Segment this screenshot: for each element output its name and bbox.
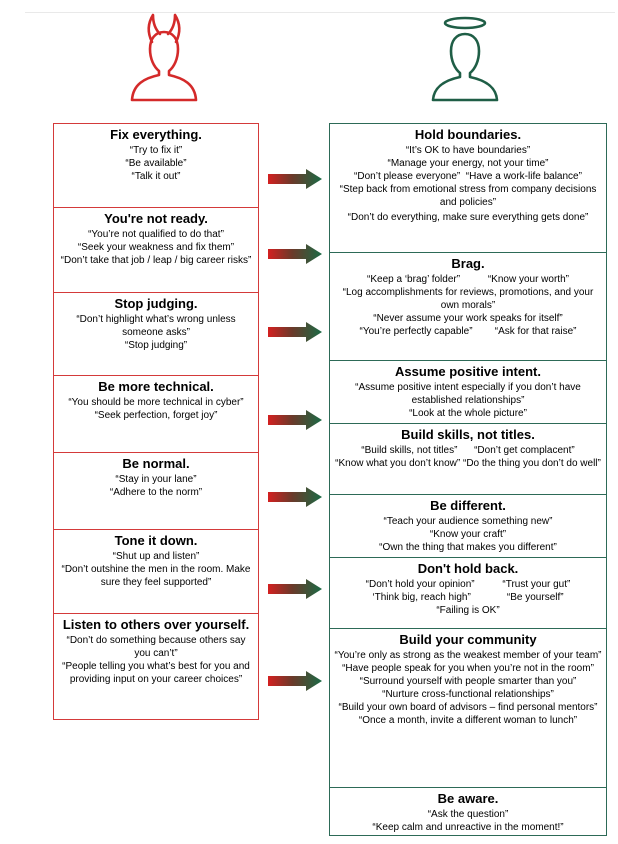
left-box-tone-down: Tone it down. “Shut up and listen” “Don’…: [53, 530, 259, 614]
box-line: “Log accomplishments for reviews, promot…: [342, 287, 597, 311]
box-line: “Keep calm and unreactive in the moment!…: [372, 822, 564, 833]
box-line: “It’s OK to have boundaries”: [405, 145, 531, 156]
box-line: “Don’t do something because others say y…: [66, 635, 249, 659]
box-line: “You’re only as strong as the weakest me…: [334, 650, 602, 661]
devil-head-icon: [130, 13, 198, 102]
gradient-arrow-icon: [268, 169, 322, 189]
box-title: Be different.: [430, 498, 506, 513]
gradient-arrow-icon: [268, 322, 322, 342]
box-line: “Don’t take that job / leap / big career…: [60, 255, 252, 266]
box-line: “Surround yourself with people smarter t…: [359, 676, 577, 687]
box-title: Be more technical.: [98, 379, 214, 394]
box-line: “Nurture cross-functional relationships”: [382, 689, 554, 700]
box-line: “Don’t do everything, make sure everythi…: [347, 212, 589, 223]
box-line: “Seek your weakness and fix them”: [77, 242, 235, 253]
box-title: Assume positive intent.: [395, 364, 541, 379]
box-title: Fix everything.: [110, 127, 202, 142]
gradient-arrow-icon: [268, 244, 322, 264]
box-line: “Once a month, invite a different woman …: [358, 715, 578, 726]
box-line: “Build skills, not titles” “Don’t get co…: [361, 445, 575, 456]
left-box-stop-judging: Stop judging. “Don’t highlight what’s wr…: [53, 293, 259, 376]
box-line: “Adhere to the norm”: [109, 487, 203, 498]
box-line: “Try to fix it”: [129, 145, 183, 156]
left-box-be-technical: Be more technical. “You should be more t…: [53, 376, 259, 453]
box-line: “Seek perfection, forget joy”: [94, 410, 218, 421]
box-line: “Don’t please everyone” “Have a work-lif…: [354, 171, 582, 182]
right-box-be-different: Be different. “Teach your audience somet…: [329, 495, 607, 558]
box-title: Hold boundaries.: [414, 127, 522, 142]
box-line: “Talk it out”: [131, 171, 181, 182]
right-box-build-skills: Build skills, not titles. “Build skills,…: [329, 424, 607, 495]
box-line: ‘Think big, reach high” “Be yourself”: [372, 592, 564, 603]
box-line: “Assume positive intent especially if yo…: [355, 382, 584, 406]
box-line: “Step back from emotional stress from co…: [339, 184, 600, 208]
box-line: “Stay in your lane”: [115, 474, 197, 485]
box-line: “People telling you what’s best for you …: [62, 661, 253, 685]
box-title: Build skills, not titles.: [401, 427, 535, 442]
box-line: “Have people speak for you when you’re n…: [342, 663, 594, 674]
right-box-positive-intent: Assume positive intent. “Assume positive…: [329, 361, 607, 424]
right-box-hold-boundaries: Hold boundaries. “It’s OK to have bounda…: [329, 123, 607, 253]
box-line: “Don’t highlight what’s wrong unless som…: [76, 314, 239, 338]
box-line: “Look at the whole picture”: [409, 408, 527, 419]
box-title: Brag.: [451, 256, 485, 271]
box-line: “Don’t outshine the men in the room. Mak…: [61, 564, 254, 588]
box-line: “Build your own board of advisors – find…: [338, 702, 598, 713]
box-line: “You should be more technical in cyber”: [68, 397, 244, 408]
left-box-be-normal: Be normal. “Stay in your lane” “Adhere t…: [53, 453, 259, 530]
left-box-listen-to-others: Listen to others over yourself. “Don’t d…: [53, 614, 259, 720]
box-line: “Stop judging”: [124, 340, 188, 351]
right-box-build-community: Build your community “You’re only as str…: [329, 629, 607, 788]
right-box-be-aware: Be aware. “Ask the question” “Keep calm …: [329, 788, 607, 836]
box-line: “Shut up and listen”: [112, 551, 200, 562]
box-line: “Failing is OK”: [436, 605, 500, 616]
box-line: “Ask the question”: [427, 809, 509, 820]
gradient-arrow-icon: [268, 579, 322, 599]
box-title: Tone it down.: [114, 533, 198, 548]
gradient-arrow-icon: [268, 410, 322, 430]
box-line: “You’re not qualified to do that”: [88, 229, 224, 240]
box-line: “Never assume your work speaks for itsel…: [373, 313, 563, 324]
angel-halo-head-icon: [431, 16, 499, 102]
box-line: “You’re perfectly capable” “Ask for that…: [359, 326, 577, 337]
box-line: “Manage your energy, not your time”: [387, 158, 549, 169]
box-title: Be aware.: [437, 791, 499, 806]
top-divider: [25, 12, 615, 13]
gradient-arrow-icon: [268, 487, 322, 507]
box-line: “Teach your audience something new”: [383, 516, 553, 527]
left-box-not-ready: You're not ready. “You’re not qualified …: [53, 208, 259, 293]
box-title: Build your community: [399, 632, 537, 647]
gradient-arrow-icon: [268, 671, 322, 691]
box-title: Listen to others over yourself.: [62, 617, 250, 632]
box-title: Be normal.: [122, 456, 190, 471]
right-box-brag: Brag. “Keep a ‘brag’ folder” “Know your …: [329, 253, 607, 361]
left-box-fix-everything: Fix everything. “Try to fix it” “Be avai…: [53, 123, 259, 208]
box-title: Don't hold back.: [417, 561, 519, 576]
box-line: “Be available”: [125, 158, 187, 169]
box-line: “Keep a ‘brag’ folder” “Know your worth”: [367, 274, 569, 285]
box-line: “Own the thing that makes you different”: [379, 542, 557, 553]
box-title: Stop judging.: [114, 296, 198, 311]
box-line: “Don’t hold your opinion” “Trust your gu…: [365, 579, 571, 590]
box-line: “Know what you don’t know” “Do the thing…: [335, 458, 601, 469]
box-title: You're not ready.: [104, 211, 208, 226]
right-box-dont-hold-back: Don't hold back. “Don’t hold your opinio…: [329, 558, 607, 629]
box-line: “Know your craft”: [429, 529, 507, 540]
